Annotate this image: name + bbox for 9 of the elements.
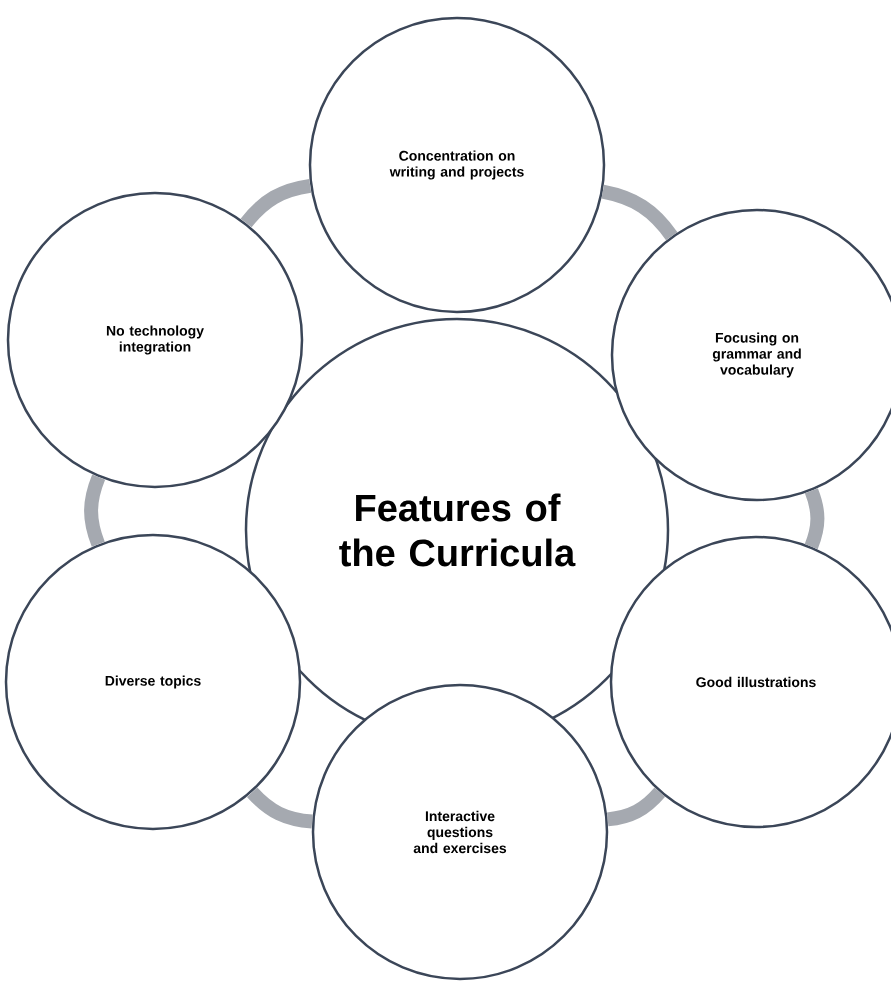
ring-segment bbox=[84, 474, 106, 547]
ring-segment bbox=[240, 178, 312, 228]
ring-segment bbox=[601, 184, 678, 241]
node-label: Interactive questions and exercises bbox=[413, 810, 507, 854]
node-label: Good illustrations bbox=[696, 676, 816, 688]
ring-segment bbox=[606, 787, 666, 827]
ring-segment bbox=[247, 787, 313, 829]
node-label: Focusing on grammar and vocabulary bbox=[712, 332, 801, 378]
ring-segment bbox=[804, 488, 825, 550]
